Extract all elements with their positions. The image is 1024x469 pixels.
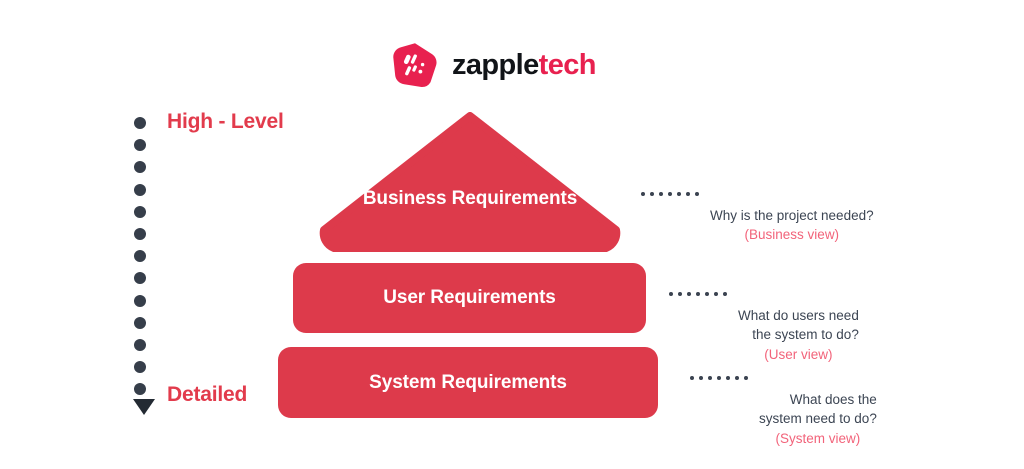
- scale-dot: [134, 183, 146, 196]
- scale-dot: [134, 361, 146, 374]
- scale-label-detailed: Detailed: [167, 383, 248, 406]
- leader-dot: [668, 192, 672, 196]
- scale-dot: [134, 139, 146, 152]
- annotation-business-view: (Business view): [744, 227, 840, 243]
- annotation-user-question: What do users need the system to do?: [738, 307, 859, 343]
- scale-dot: [134, 161, 146, 174]
- scale-dot: [134, 205, 146, 218]
- pyramid-tier-business-label: Business Requirements: [362, 188, 578, 209]
- leader-dot: [699, 376, 703, 380]
- annotation-business: Why is the project needed? (Business vie…: [641, 186, 874, 265]
- annotation-business-body: Why is the project needed? (Business vie…: [710, 186, 874, 265]
- scale-dot: [134, 383, 146, 396]
- leader-dot: [708, 376, 712, 380]
- leader-dot: [726, 376, 730, 380]
- leader-dot: [705, 292, 709, 296]
- scale-dot: [134, 228, 146, 240]
- zappletech-percent-diamond-logo-icon: [392, 42, 438, 88]
- annotation-business-question: Why is the project needed?: [710, 207, 874, 223]
- brand-logo: zappletech: [392, 42, 596, 88]
- leader-dot: [696, 292, 700, 296]
- pyramid-tier-user-label: User Requirements: [383, 287, 556, 308]
- leader-dot: [659, 192, 663, 196]
- leader-dot: [641, 192, 645, 196]
- leader-dot: [678, 292, 682, 296]
- pyramid-tier-system[interactable]: System Requirements: [278, 347, 658, 418]
- scale-dot: [134, 316, 146, 329]
- scale-dot: [134, 339, 146, 351]
- annotation-user-body: What do users need the system to do? (Us…: [738, 286, 859, 385]
- leader-dot: [714, 292, 718, 296]
- leader-dot: [735, 376, 739, 380]
- annotation-system-body: What does the system need to do? (System…: [759, 370, 877, 469]
- leader-dot: [744, 376, 748, 380]
- leader-dot: [669, 292, 673, 296]
- scale-dot: [134, 250, 146, 263]
- leader-dot: [723, 292, 727, 296]
- brand-wordmark-accent: tech: [538, 48, 597, 81]
- scale-dot: [134, 272, 146, 285]
- leader-dots-business: [641, 186, 699, 196]
- leader-dot: [650, 192, 654, 196]
- leader-dots-system: [690, 370, 748, 380]
- pyramid-tier-system-label: System Requirements: [369, 371, 567, 393]
- leader-dots-user: [669, 286, 727, 296]
- leader-dot: [690, 376, 694, 380]
- annotation-system-question: What does the system need to do?: [759, 391, 877, 427]
- scale-dot: [134, 117, 146, 129]
- annotation-user-view: (User view): [764, 347, 833, 363]
- leader-dot: [686, 192, 690, 196]
- scale-dot: [134, 294, 146, 307]
- leader-dot: [677, 192, 681, 196]
- brand-wordmark: zappletech: [452, 48, 597, 81]
- scale-label-high-level: High - Level: [167, 110, 284, 133]
- leader-dot: [687, 292, 691, 296]
- leader-dot: [717, 376, 721, 380]
- leader-dot: [695, 192, 699, 196]
- annotation-system-view: (System view): [775, 431, 861, 447]
- annotation-system: What does the system need to do? (System…: [690, 370, 877, 469]
- pyramid-tier-user[interactable]: User Requirements: [293, 263, 646, 333]
- annotation-user: What do users need the system to do? (Us…: [669, 286, 859, 385]
- brand-wordmark-primary: zapple: [452, 48, 539, 81]
- pyramid-tier-business[interactable]: Business Requirements: [310, 112, 630, 252]
- arrow-down-triangle-icon: [133, 399, 155, 415]
